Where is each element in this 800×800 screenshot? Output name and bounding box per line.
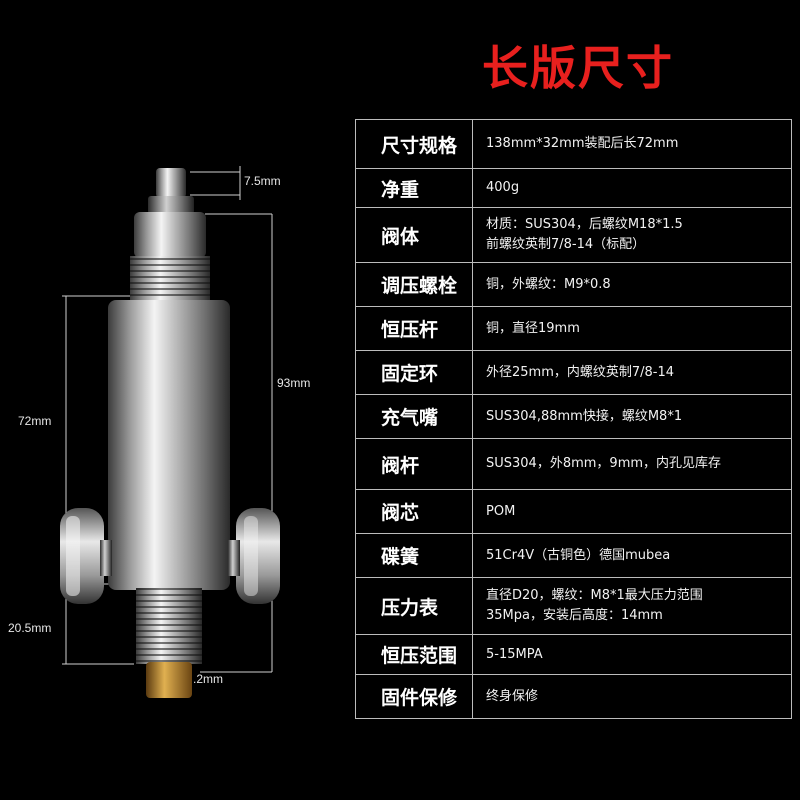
spec-value: 400g [472, 168, 792, 208]
spec-value-line: POM [486, 503, 516, 519]
spec-value-line: 前螺纹英制7/8-14（标配） [486, 237, 646, 252]
spec-row: 压力表直径D20，螺纹：M8*1最大压力范围 35Mpa，安装后高度：14mm [355, 577, 792, 635]
spec-row: 碟簧 51Cr4V（古铜色）德国mubea [355, 533, 792, 578]
spec-key: 充气嘴 [355, 394, 473, 439]
spec-table: 尺寸规格 138mm*32mm装配后长72mm 净重 400g 阀体材质：SUS304，… [355, 119, 792, 719]
spec-value: 51Cr4V（古铜色）德国mubea [472, 533, 792, 578]
dimension-label-total-height: 93mm [277, 376, 311, 390]
spec-row: 恒压范围 5-15MPA [355, 634, 792, 675]
spec-key: 碟簧 [355, 533, 473, 578]
spec-row: 充气嘴 SUS304,88mm快接，螺纹M8*1 [355, 394, 792, 439]
spec-value: POM [472, 489, 792, 534]
spec-row: 固定环外径25mm，内螺纹英制7/8-14 [355, 350, 792, 395]
spec-value: 终身保修 [472, 674, 792, 719]
dimension-label-body-height: 72mm [18, 414, 52, 428]
spec-row: 阀芯 POM [355, 489, 792, 534]
spec-value-line: 35Mpa，安装后高度：14mm [486, 608, 663, 623]
spec-value-line: SUS304,88mm快接，螺纹M8*1 [486, 408, 683, 424]
spec-value-line: 直径D20，螺纹：M8*1最大压力范围 [486, 588, 703, 603]
main-body [108, 300, 230, 590]
spec-key: 阀杆 [355, 438, 473, 490]
spec-row: 恒压杆铜，直径19mm [355, 306, 792, 351]
top-nozzle [156, 168, 186, 198]
top-cap [134, 212, 206, 258]
spec-row: 固件保修终身保修 [355, 674, 792, 719]
spec-value-line: 138mm*32mm装配后长72mm [486, 136, 679, 151]
regulator-product-image [60, 166, 280, 698]
spec-value-line: 材质：SUS304，后螺纹M18*1.5 [486, 217, 683, 232]
spec-key: 尺寸规格 [355, 119, 473, 169]
spec-value-line: 铜，直径19mm [486, 320, 580, 336]
spec-value-line: 铜，外螺纹：M9*0.8 [486, 276, 611, 292]
spec-value: 铜，外螺纹：M9*0.8 [472, 262, 792, 307]
spec-key: 恒压范围 [355, 634, 473, 675]
spec-value-line: 5-15MPA [486, 646, 543, 662]
brass-fitting [146, 662, 192, 698]
spec-value-line: 51Cr4V（古铜色）德国mubea [486, 547, 671, 563]
page-title: 长版尺寸 [482, 41, 674, 95]
spec-key: 调压螺栓 [355, 262, 473, 307]
spec-row: 尺寸规格 138mm*32mm装配后长72mm [355, 119, 792, 169]
spec-value: 5-15MPA [472, 634, 792, 675]
spec-key: 恒压杆 [355, 306, 473, 351]
spec-value-line: 外径25mm，内螺纹英制7/8-14 [486, 364, 675, 380]
right-knob [236, 508, 280, 604]
spec-key: 压力表 [355, 577, 473, 635]
spec-value-line: 400g [486, 180, 520, 195]
spec-value-line: 终身保修 [486, 688, 539, 704]
dimension-label-bottom-thread: 20.5mm [8, 621, 52, 635]
spec-value-line: SUS304，外8mm，9mm，内孔见库存 [486, 456, 722, 471]
spec-row: 调压螺栓铜，外螺纹：M9*0.8 [355, 262, 792, 307]
spec-key: 固件保修 [355, 674, 473, 719]
spec-value: SUS304,88mm快接，螺纹M8*1 [472, 394, 792, 439]
spec-row: 阀体材质：SUS304，后螺纹M18*1.5 前螺纹英制7/8-14（标配） [355, 207, 792, 263]
spec-key: 阀体 [355, 207, 473, 263]
spec-key: 阀芯 [355, 489, 473, 534]
spec-value: 138mm*32mm装配后长72mm [472, 119, 792, 169]
dimension-label-base-nozzle: .2mm [193, 672, 223, 686]
spec-value: SUS304，外8mm，9mm，内孔见库存 [472, 438, 792, 490]
spec-key: 净重 [355, 168, 473, 208]
spec-key: 固定环 [355, 350, 473, 395]
spec-row: 净重 400g [355, 168, 792, 208]
spec-value: 铜，直径19mm [472, 306, 792, 351]
spec-value: 材质：SUS304，后螺纹M18*1.5 前螺纹英制7/8-14（标配） [472, 207, 792, 263]
spec-row: 阀杆 SUS304，外8mm，9mm，内孔见库存 [355, 438, 792, 490]
dimension-label-top-nozzle: 7.5mm [244, 174, 281, 188]
spec-value: 外径25mm，内螺纹英制7/8-14 [472, 350, 792, 395]
spec-value: 直径D20，螺纹：M8*1最大压力范围 35Mpa，安装后高度：14mm [472, 577, 792, 635]
